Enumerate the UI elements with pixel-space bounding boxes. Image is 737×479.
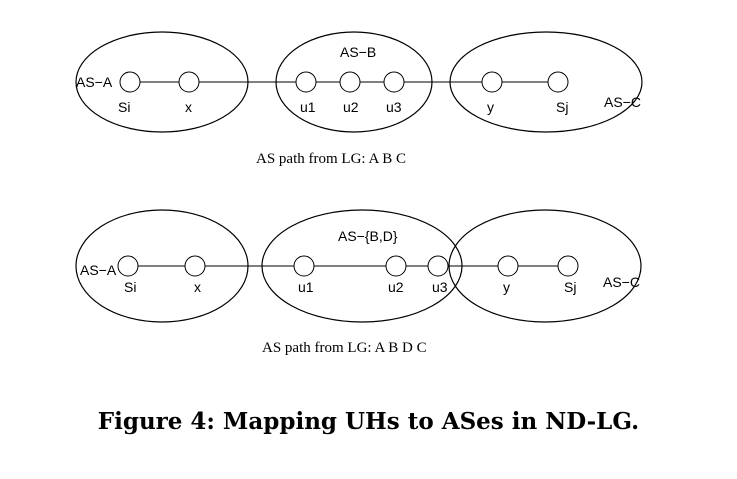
diagram-bottom: AS−A AS−{B,D} AS−C Si x u1 u2 u3 y Sj AS… [75, 209, 642, 356]
node-label-u3: u3 [432, 279, 448, 295]
node-u2 [339, 71, 361, 93]
as-a-label: AS−A [80, 262, 117, 278]
node-u2 [385, 255, 407, 277]
node-si [119, 71, 141, 93]
figure-caption: Figure 4: Mapping UHs to ASes in ND-LG. [97, 408, 640, 435]
as-b-ellipse [275, 31, 433, 133]
node-x [184, 255, 206, 277]
as-bd-label: AS−{B,D} [338, 228, 398, 244]
node-u1 [293, 255, 315, 277]
node-sj [557, 255, 579, 277]
node-label-y: y [503, 279, 510, 295]
node-y [497, 255, 519, 277]
node-label-si: Si [118, 99, 130, 115]
node-label-u1: u1 [300, 99, 316, 115]
node-label-x: x [185, 99, 192, 115]
node-u3 [427, 255, 449, 277]
as-c-label: AS−C [603, 274, 640, 290]
node-label-u2: u2 [343, 99, 359, 115]
node-u3 [383, 71, 405, 93]
node-label-sj: Sj [556, 99, 568, 115]
node-label-u2: u2 [388, 279, 404, 295]
node-label-u3: u3 [386, 99, 402, 115]
node-label-si: Si [124, 279, 136, 295]
as-a-label: AS−A [76, 74, 113, 90]
as-c-ellipse [449, 31, 643, 133]
as-a-ellipse [75, 209, 249, 323]
node-si [117, 255, 139, 277]
node-label-x: x [194, 279, 201, 295]
node-x [178, 71, 200, 93]
node-u1 [295, 71, 317, 93]
node-sj [547, 71, 569, 93]
node-label-u1: u1 [298, 279, 314, 295]
path-caption: AS path from LG: A B D C [262, 340, 427, 356]
as-c-label: AS−C [604, 94, 641, 110]
as-mapping-diagrams: AS−A AS−B AS−C Si x u1 u2 u3 y Sj AS pat… [75, 31, 643, 356]
as-bd-ellipse [261, 209, 463, 323]
node-label-sj: Sj [564, 279, 576, 295]
as-c-ellipse [448, 209, 642, 323]
diagram-top: AS−A AS−B AS−C Si x u1 u2 u3 y Sj AS pat… [75, 31, 643, 167]
path-caption: AS path from LG: A B C [256, 151, 406, 167]
node-y [481, 71, 503, 93]
node-label-y: y [487, 99, 494, 115]
as-a-ellipse [75, 31, 249, 133]
as-b-label: AS−B [340, 44, 376, 60]
